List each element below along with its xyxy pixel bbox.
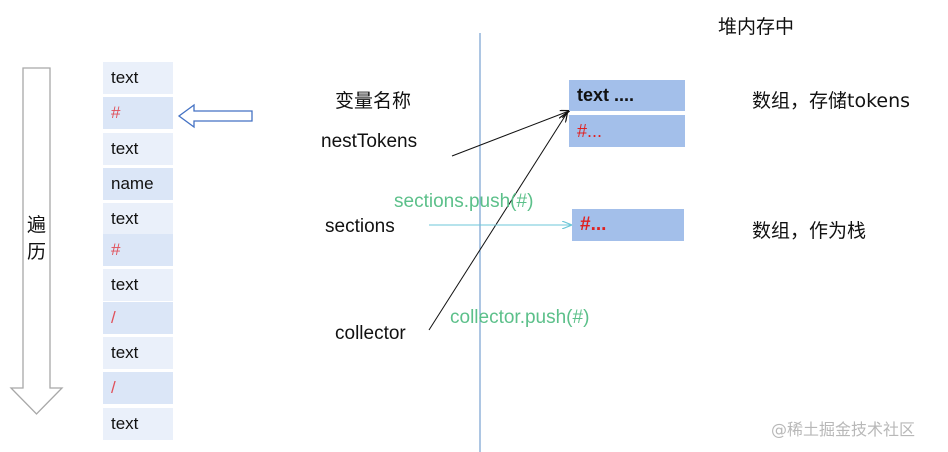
token-cell: text	[103, 408, 173, 440]
token-cell: #	[103, 234, 173, 266]
pointer-left-arrow	[177, 103, 253, 129]
traverse-label-2: 历	[27, 241, 47, 263]
token-cell: text	[103, 337, 173, 369]
watermark: @稀土掘金技术社区	[771, 420, 916, 439]
variable-sections: sections	[325, 216, 395, 237]
token-cell: text	[103, 62, 173, 94]
token-cell: text	[103, 203, 173, 235]
op-sections-push: sections.push(#)	[394, 191, 534, 212]
token-cell: #	[103, 97, 173, 129]
traverse-label-1: 遍	[27, 214, 47, 236]
desc-array-stack: 数组，作为栈	[752, 220, 867, 242]
heap-box-hash-nested: #...	[569, 115, 685, 147]
op-collector-push: collector.push(#)	[450, 307, 590, 328]
token-cell: name	[103, 168, 173, 200]
traversal-down-arrow	[9, 67, 64, 415]
desc-array-store: 数组，存储tokens	[752, 90, 911, 112]
token-cell: /	[103, 302, 173, 334]
variable-header: 变量名称	[335, 90, 412, 112]
heap-title: 堆内存中	[718, 16, 795, 38]
nesttokens-arrow	[451, 111, 569, 157]
token-cell: text	[103, 269, 173, 301]
heap-box-hash-stack: #...	[572, 209, 684, 241]
heap-box-text: text ....	[569, 80, 685, 111]
collector-arrow	[428, 113, 567, 331]
token-cell: /	[103, 372, 173, 404]
variable-nesttokens: nestTokens	[321, 131, 418, 152]
token-cell: text	[103, 133, 173, 165]
variable-collector: collector	[335, 323, 406, 344]
